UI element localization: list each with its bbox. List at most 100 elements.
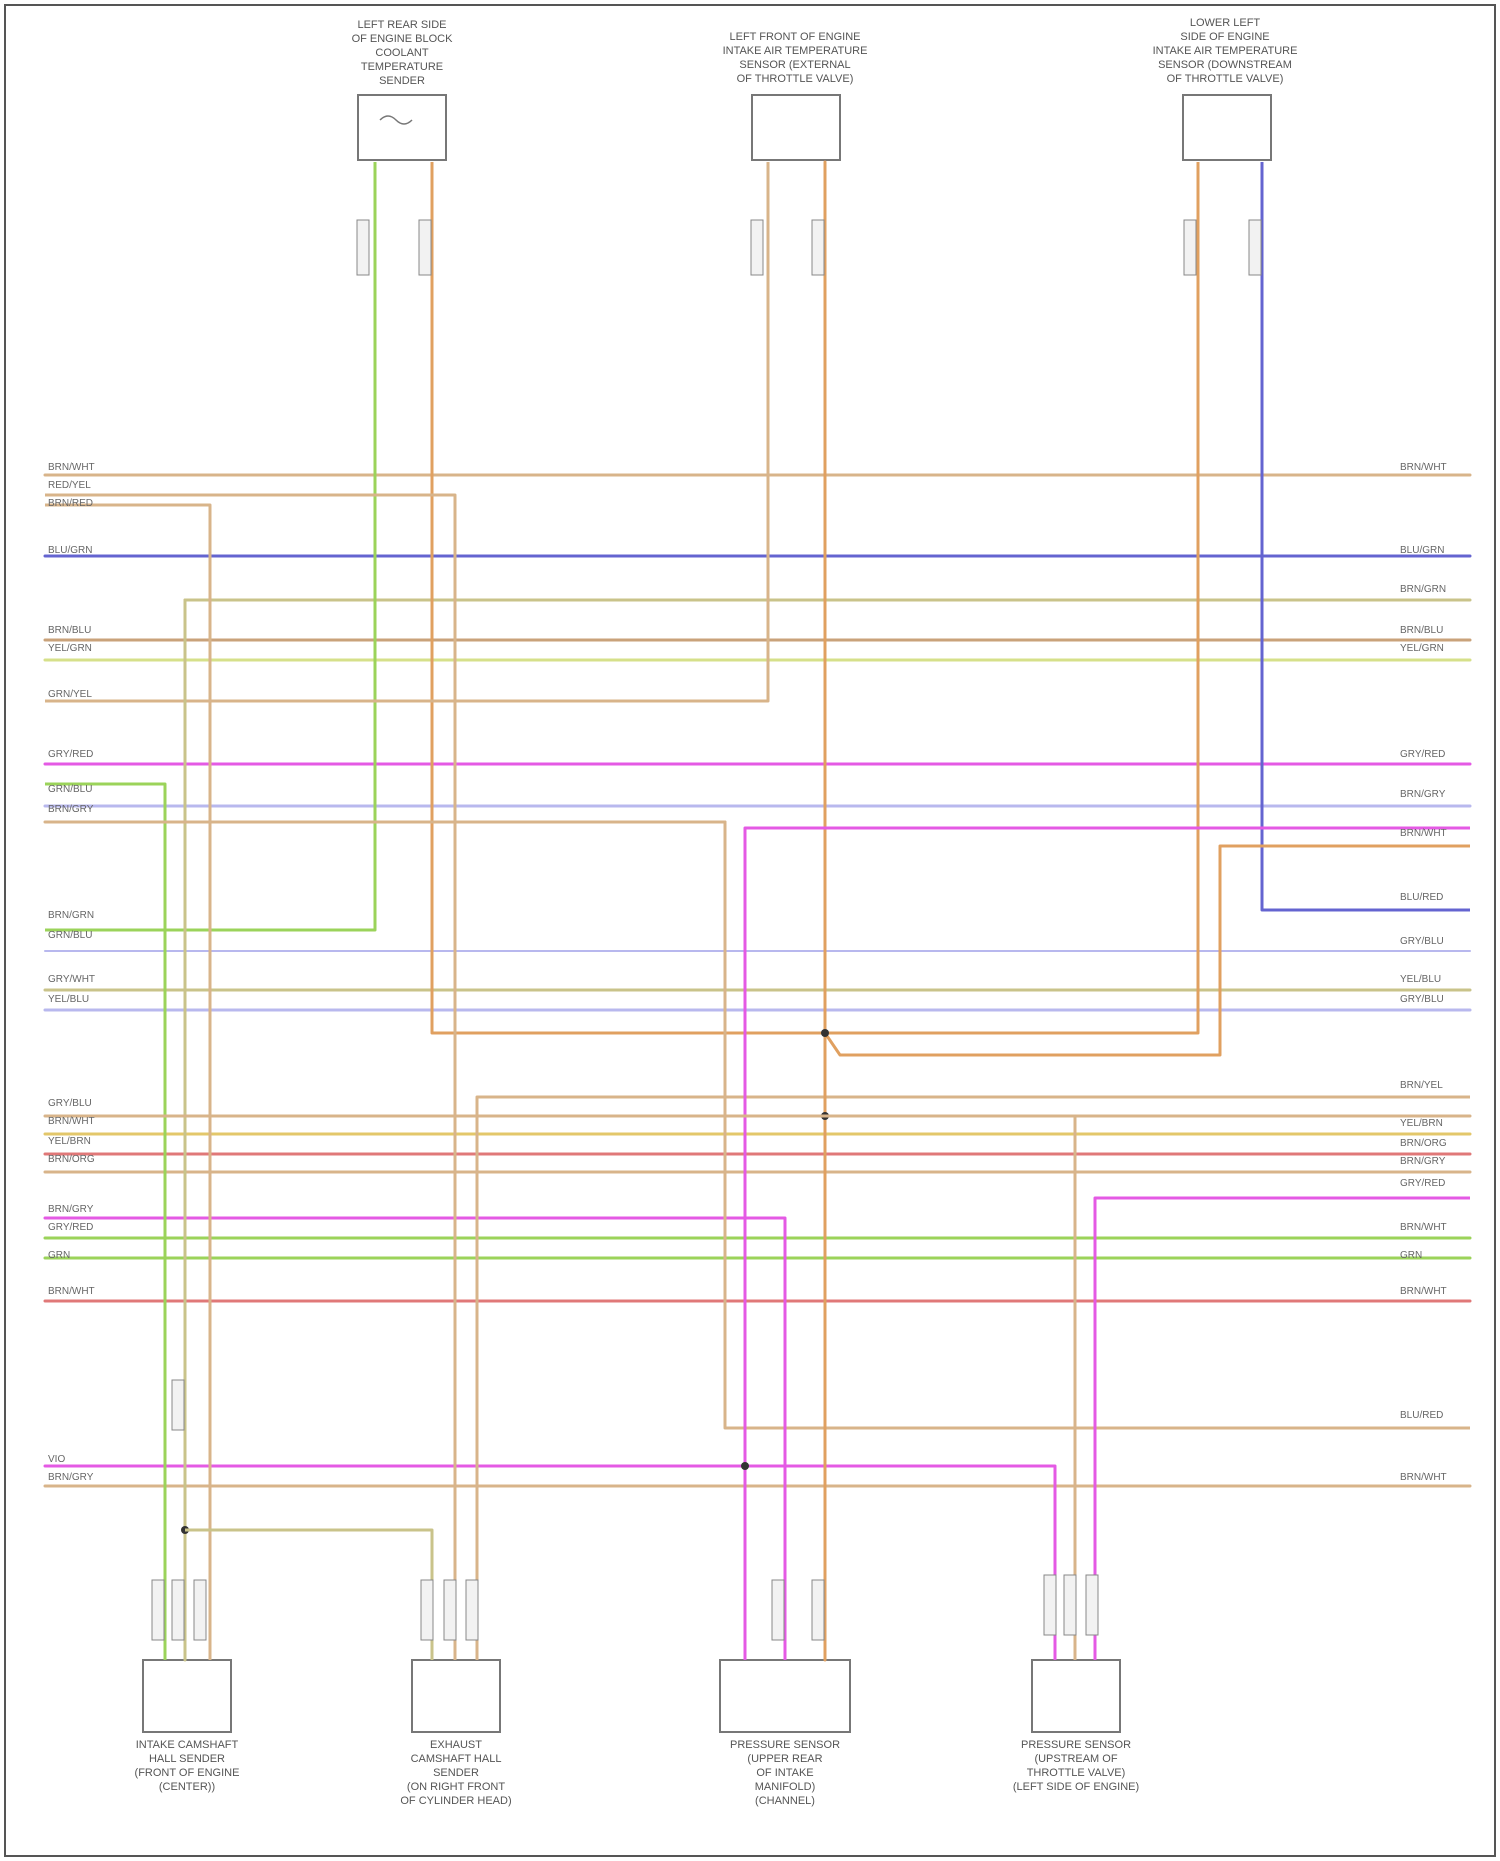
left-wire-tag: BRN/GRY xyxy=(48,1472,94,1483)
component-box xyxy=(1183,95,1271,160)
right-wire-tag: BRN/ORG xyxy=(1400,1138,1447,1149)
component-label: (UPSTREAM OF xyxy=(1034,1753,1117,1765)
component-label: SENDER xyxy=(379,75,425,87)
left-wire-tag: YEL/GRN xyxy=(48,643,92,654)
vertical-wire-tag xyxy=(772,1580,784,1640)
vertical-wire-tag xyxy=(1064,1575,1076,1635)
left-wire-tag: BLU/GRN xyxy=(48,545,92,556)
right-wire-tag: GRY/BLU xyxy=(1400,994,1444,1005)
vertical-wire-tag xyxy=(421,1580,433,1640)
right-wire-tags: BRN/WHT BLU/GRN BRN/GRN BRN/BLU YEL/GRN … xyxy=(1400,462,1447,1483)
vertical-wire-tag xyxy=(1184,220,1196,275)
component-label: PRESSURE SENSOR xyxy=(730,1739,840,1751)
right-wire-tag: GRY/BLU xyxy=(1400,936,1444,947)
vertical-wire-tag xyxy=(1249,220,1261,275)
component-label: OF CYLINDER HEAD) xyxy=(400,1795,511,1807)
bottom-component-4: PRESSURE SENSOR (UPSTREAM OF THROTTLE VA… xyxy=(1013,1660,1139,1793)
right-wire-tag: BRN/WHT xyxy=(1400,828,1447,839)
vertical-wire-tag xyxy=(751,220,763,275)
right-wire-tag: GRN xyxy=(1400,1250,1422,1261)
component-label: HALL SENDER xyxy=(149,1753,225,1765)
component-label: SENDER xyxy=(433,1767,479,1779)
vertical-wire-tag xyxy=(444,1580,456,1640)
right-wire-tag: BRN/GRY xyxy=(1400,1156,1446,1167)
vertical-wire-tag xyxy=(1086,1575,1098,1635)
right-wire-tag: BRN/YEL xyxy=(1400,1080,1443,1091)
right-wire-tag: BRN/WHT xyxy=(1400,1222,1447,1233)
component-label: OF INTAKE xyxy=(756,1767,813,1779)
right-wire-tag: YEL/BRN xyxy=(1400,1118,1443,1129)
right-wire-tag: BRN/GRY xyxy=(1400,789,1446,800)
vertical-wire-tag xyxy=(1044,1575,1056,1635)
left-wire-tag: GRY/RED xyxy=(48,749,93,760)
component-label: (FRONT OF ENGINE xyxy=(135,1767,240,1779)
vertical-wire-tag xyxy=(172,1580,184,1640)
component-wire xyxy=(45,822,1470,1428)
vertical-wire-tag xyxy=(812,1580,824,1640)
component-label: (CHANNEL) xyxy=(755,1795,815,1807)
bottom-component-2: EXHAUST CAMSHAFT HALL SENDER (ON RIGHT F… xyxy=(400,1660,511,1807)
component-wire xyxy=(745,828,1470,1660)
bottom-component-1: INTAKE CAMSHAFT HALL SENDER (FRONT OF EN… xyxy=(135,1660,240,1793)
component-box xyxy=(143,1660,231,1732)
right-wire-tag: BLU/RED xyxy=(1400,1410,1443,1421)
component-label: (CENTER)) xyxy=(159,1781,215,1793)
left-wire-tags: BRN/WHT RED/YEL BRN/RED BLU/GRN BRN/BLU … xyxy=(48,462,95,1483)
component-label: TEMPERATURE xyxy=(361,61,443,73)
component-box xyxy=(752,95,840,160)
right-wire-tag: BRN/WHT xyxy=(1400,1286,1447,1297)
component-label: LEFT FRONT OF ENGINE xyxy=(730,31,861,43)
component-wire xyxy=(45,162,768,701)
left-wire-tag: BRN/GRN xyxy=(48,910,94,921)
component-label: THROTTLE VALVE) xyxy=(1027,1767,1126,1779)
splice-dot xyxy=(741,1462,749,1470)
top-component-2: LEFT FRONT OF ENGINE INTAKE AIR TEMPERAT… xyxy=(723,31,868,160)
component-label: OF THROTTLE VALVE) xyxy=(1167,73,1284,85)
component-label: PRESSURE SENSOR xyxy=(1021,1739,1131,1751)
left-wire-tag: YEL/BRN xyxy=(48,1136,91,1147)
component-label: EXHAUST xyxy=(430,1739,482,1751)
left-wire-tag: BRN/WHT xyxy=(48,1286,95,1297)
left-wire-tag: BRN/GRY xyxy=(48,804,94,815)
component-label: MANIFOLD) xyxy=(755,1781,816,1793)
component-label: COOLANT xyxy=(375,47,428,59)
right-wire-tag: BLU/GRN xyxy=(1400,545,1444,556)
left-wire-tag: GRY/BLU xyxy=(48,1098,92,1109)
component-label: SENSOR (EXTERNAL xyxy=(739,59,850,71)
component-label: SIDE OF ENGINE xyxy=(1180,31,1269,43)
right-wire-tag: BRN/BLU xyxy=(1400,625,1443,636)
left-wire-tag: VIO xyxy=(48,1454,65,1465)
right-wire-tag: YEL/GRN xyxy=(1400,643,1444,654)
component-label: (LEFT SIDE OF ENGINE) xyxy=(1013,1781,1139,1793)
component-wire xyxy=(432,162,1198,1033)
component-box xyxy=(720,1660,850,1732)
component-label: OF THROTTLE VALVE) xyxy=(737,73,854,85)
component-wire xyxy=(45,1116,1075,1660)
left-wire-tag: BRN/RED xyxy=(48,498,93,509)
component-label: (UPPER REAR xyxy=(747,1753,822,1765)
right-wire-tag: BRN/WHT xyxy=(1400,1472,1447,1483)
right-wire-tag: BRN/GRN xyxy=(1400,584,1446,595)
vertical-wire-tag xyxy=(194,1580,206,1640)
component-label: INTAKE AIR TEMPERATURE xyxy=(1153,45,1298,57)
left-wire-tag: GRN/BLU xyxy=(48,784,92,795)
right-wire-tag: YEL/BLU xyxy=(1400,974,1441,985)
left-wire-tag: GRN xyxy=(48,1250,70,1261)
left-wire-tag: GRY/RED xyxy=(48,1222,93,1233)
component-label: INTAKE AIR TEMPERATURE xyxy=(723,45,868,57)
left-wire-tag: YEL/BLU xyxy=(48,994,89,1005)
component-label: OF ENGINE BLOCK xyxy=(352,33,454,45)
right-wire-tag: BRN/WHT xyxy=(1400,462,1447,473)
vertical-wire-tag xyxy=(812,220,824,275)
left-wire-tag: BRN/BLU xyxy=(48,625,91,636)
component-label: LEFT REAR SIDE xyxy=(357,19,446,31)
vertical-wire-tag xyxy=(419,220,431,275)
left-wire-tag: GRN/BLU xyxy=(48,930,92,941)
component-box xyxy=(412,1660,500,1732)
left-wire-tag: BRN/ORG xyxy=(48,1154,95,1165)
component-label: LOWER LEFT xyxy=(1190,17,1261,29)
component-box xyxy=(358,95,446,160)
vertical-wire-tag xyxy=(466,1580,478,1640)
left-wire-tag: GRY/WHT xyxy=(48,974,95,985)
